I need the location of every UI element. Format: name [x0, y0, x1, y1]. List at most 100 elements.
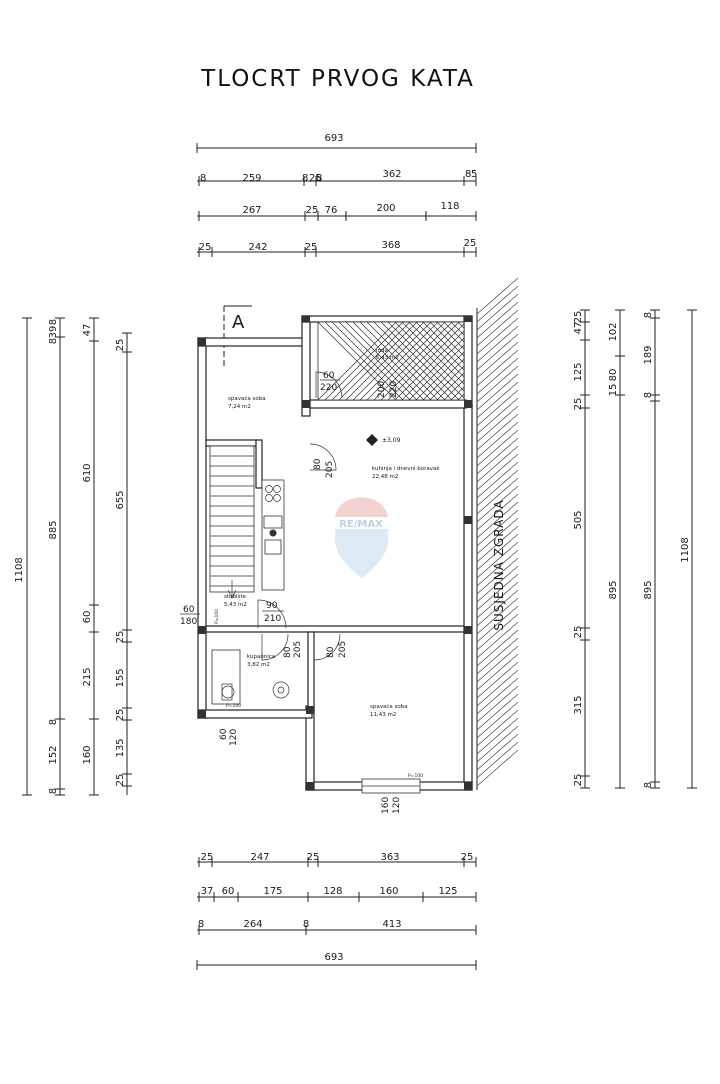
left-dim-c4-c: 25	[115, 631, 126, 644]
opening-3-h: 205	[325, 461, 335, 478]
right-dim-c1-b: 47	[573, 322, 584, 335]
right-dim-c1-c: 125	[573, 362, 584, 381]
top-dim-total: 693	[324, 133, 343, 144]
opening-4-h: 210	[264, 614, 281, 624]
top-dimension-chains: 693 8 259 8 25 8 362 8 5 267 25 76 200 1…	[196, 133, 477, 257]
room-4-area: 5,43 m2	[224, 602, 247, 608]
top-dim-r2-b: 259	[242, 173, 261, 184]
bottom-dim-r3-d: 413	[382, 919, 401, 930]
bottom-dim-total: 693	[324, 952, 343, 963]
right-dim-c3-b: 189	[643, 345, 654, 364]
opening-2-h: 220	[389, 381, 399, 398]
bottom-dim-r2-f: 125	[438, 886, 457, 897]
top-dim-r4-a: 25	[199, 242, 212, 253]
opening-2-w: 200	[377, 381, 387, 398]
left-dimension-chains: 1108 8 39 8 885 8 152 8 47 610 60 215 16…	[14, 317, 132, 796]
bottom-dimension-chains: 25 247 25 363 25 37 60 175 128 160 125 8…	[196, 852, 477, 970]
top-dim-r4-d: 368	[381, 240, 400, 251]
staircase	[209, 445, 255, 599]
left-dim-c4-e: 25	[115, 709, 126, 722]
bottom-dim-r3-a: 8	[198, 919, 204, 930]
top-dim-r2-h: 5	[471, 169, 477, 180]
right-dim-c2-d: 895	[608, 580, 619, 599]
top-dim-r4-b: 242	[248, 242, 267, 253]
left-dim-c2-d: 885	[48, 520, 59, 539]
top-dim-r2-c: 8	[302, 173, 308, 184]
opening-labels: 60 220 200 220 80 205 90 210 60 180 80 2…	[180, 371, 423, 814]
top-dim-r3-e: 118	[440, 201, 459, 212]
opening-6-h: 205	[293, 641, 303, 658]
top-dim-r3-a: 267	[242, 205, 261, 216]
drawing-title: TLOCRT PRVOG KATA	[200, 66, 475, 92]
opening-4-w: 90	[266, 601, 278, 611]
left-dim-c3-b: 610	[82, 463, 93, 482]
top-dim-r2-g: 8	[465, 169, 471, 180]
room-labels: spavaća soba 7,24 m2 lođa 6,43 m2 kuhinj…	[224, 348, 440, 718]
room-3-area: 22,48 m2	[372, 474, 398, 480]
opening-6-w: 80	[283, 646, 293, 658]
left-dim-c3-c: 60	[82, 611, 93, 624]
left-dim-c3-e: 160	[82, 745, 93, 764]
top-dim-r2-a: 8	[200, 173, 206, 184]
room-6-name: spavaća soba	[370, 703, 408, 710]
door-swings	[257, 371, 343, 661]
left-dim-c3-a: 47	[82, 324, 93, 337]
right-dim-c1-a: 25	[573, 311, 584, 324]
bottom-dim-r1-c: 25	[307, 852, 320, 863]
parapet-1: P=100	[226, 703, 241, 709]
opening-9-h: 120	[392, 797, 402, 814]
level-mark-value: ±3,09	[382, 437, 401, 444]
watermark-logo: RE/MAX	[330, 497, 393, 578]
right-dimension-chains: 25 47 125 25 505 25 315 25 102 15 80 895…	[573, 309, 697, 789]
right-dim-c1-h: 25	[573, 774, 584, 787]
right-dim-c1-d: 25	[573, 398, 584, 411]
room-6-area: 11,43 m2	[370, 712, 396, 718]
top-dim-r4-e: 25	[464, 238, 477, 249]
right-dim-c2-c: 80	[608, 369, 619, 382]
bottom-window	[361, 778, 421, 794]
right-dim-c2-a: 102	[608, 322, 619, 341]
left-dim-c2-c: 8	[48, 338, 59, 344]
room-5-name: kupaonica	[247, 654, 275, 660]
right-dim-total: 1108	[680, 537, 691, 562]
opening-7-w: 80	[326, 646, 336, 658]
bottom-dim-r2-e: 160	[379, 886, 398, 897]
left-dim-c4-g: 25	[115, 774, 126, 787]
bottom-dim-r1-e: 25	[461, 852, 474, 863]
watermark-text: RE/MAX	[339, 519, 383, 530]
room-1-name: spavaća soba	[228, 395, 266, 402]
opening-5-h: 180	[180, 617, 197, 627]
top-dim-r3-d: 200	[376, 203, 395, 214]
top-dim-r3-b: 25	[306, 205, 319, 216]
top-dim-r4-c: 25	[305, 242, 318, 253]
parapet-3: P=100	[214, 609, 220, 624]
right-dim-c3-e: 8	[643, 782, 654, 788]
bottom-dim-r1-b: 247	[250, 852, 269, 863]
left-dim-c4-b: 655	[115, 490, 126, 509]
neighbour-building-hatch: SUSJEDNA ZGRADA	[476, 277, 519, 790]
right-dim-c1-g: 315	[573, 695, 584, 714]
bottom-dim-r2-c: 175	[263, 886, 282, 897]
right-dim-c1-e: 505	[573, 510, 584, 529]
floor-plan-walls	[197, 315, 473, 791]
section-marker: A	[223, 305, 252, 368]
left-dim-c4-d: 155	[115, 668, 126, 687]
bottom-dim-r2-d: 128	[323, 886, 342, 897]
bottom-dim-r1-a: 25	[201, 852, 214, 863]
left-dim-c4-f: 135	[115, 738, 126, 757]
room-5-area: 3,82 m2	[247, 662, 270, 668]
opening-1-h: 220	[320, 383, 337, 393]
left-dim-c2-g: 8	[48, 788, 59, 794]
top-dim-r2-d: 25	[309, 173, 322, 184]
room-2-area: 6,43 m2	[376, 355, 399, 361]
bottom-dim-r2-a: 37	[201, 886, 214, 897]
section-marker-label: A	[232, 312, 245, 333]
left-dim-c3-d: 215	[82, 667, 93, 686]
bottom-dim-r2-b: 60	[222, 886, 235, 897]
opening-5-w: 60	[183, 605, 195, 615]
bottom-dim-r1-d: 363	[380, 852, 399, 863]
left-dim-total: 1108	[14, 557, 25, 582]
kitchen-counter	[261, 479, 285, 591]
bathroom-fixtures	[211, 649, 290, 705]
